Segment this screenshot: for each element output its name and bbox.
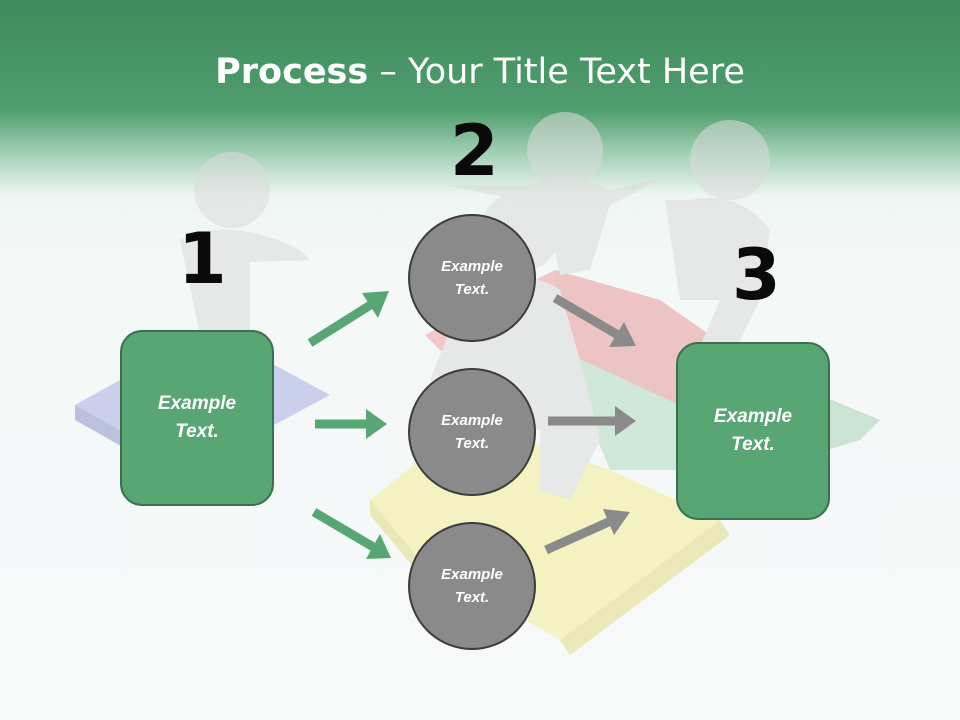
gray-arrow-up [544, 509, 630, 555]
circle-bottom: Example Text. [408, 522, 536, 650]
circle-top-text: Example Text. [441, 257, 503, 298]
step-3-text: Example Text. [713, 405, 793, 456]
green-arrow-down [311, 508, 391, 559]
circle-bottom-text: Example Text. [441, 565, 503, 606]
circle-top: Example Text. [408, 214, 536, 342]
green-arrow-right [315, 409, 387, 439]
page-title: Process – Your Title Text Here [0, 52, 960, 92]
gray-arrow-down [552, 294, 636, 347]
gray-arrow-right [548, 406, 636, 436]
step-number-3: 3 [732, 234, 781, 316]
title-strong: Process [215, 52, 369, 92]
step-3-box: Example Text. [676, 342, 830, 520]
step-number-1: 1 [178, 218, 227, 300]
circle-middle: Example Text. [408, 368, 536, 496]
step-1-text: Example Text. [157, 392, 237, 443]
step-number-2: 2 [450, 110, 499, 192]
green-arrow-up [307, 291, 389, 347]
step-1-box: Example Text. [120, 330, 274, 506]
title-rest: – Your Title Text Here [368, 52, 745, 92]
circle-middle-text: Example Text. [441, 411, 503, 452]
